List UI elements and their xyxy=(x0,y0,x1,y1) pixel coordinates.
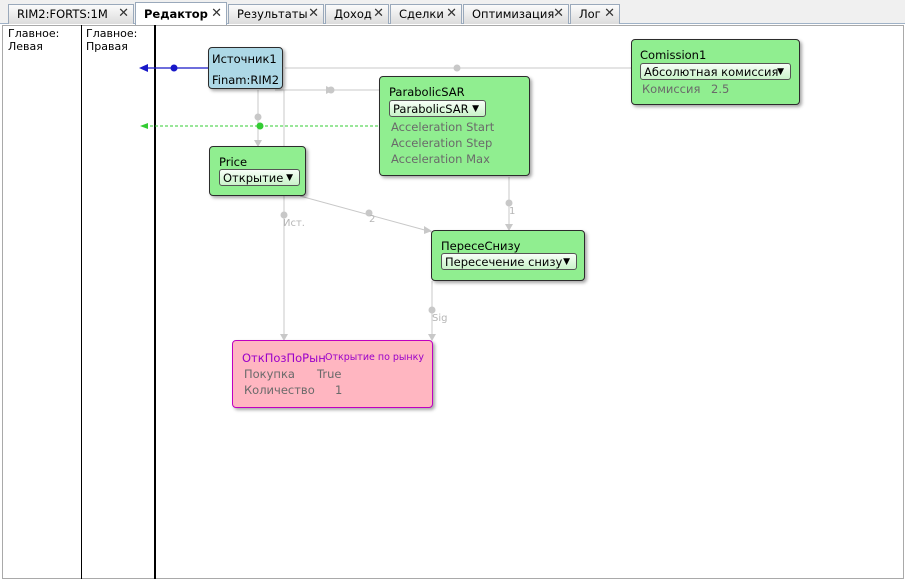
parabolic-type-select[interactable]: ParabolicSAR ▼ xyxy=(389,100,486,117)
link-arrow xyxy=(140,123,148,129)
tab-label: Лог xyxy=(579,7,601,21)
tab-bar: RIM2:FORTS:1M ✕ Редактор ✕ Результаты ✕ … xyxy=(0,0,905,25)
node-title: Comission1 xyxy=(640,48,707,62)
node-subtitle: Finam:RIM2 xyxy=(212,73,280,87)
wire-arrow xyxy=(505,224,513,231)
source-node[interactable]: Источник1 Finam:RIM2 xyxy=(208,47,283,89)
param-name: Покупка xyxy=(244,367,295,381)
param-value[interactable]: 1 xyxy=(335,383,343,397)
pane-main-left: Главное: Левая xyxy=(4,25,82,579)
close-icon[interactable]: ✕ xyxy=(446,6,457,21)
node-title: ОткПозПоРын xyxy=(242,351,326,365)
node-title: ПересеСнизу xyxy=(441,239,521,253)
pane-main-right: Главное: Правая xyxy=(82,25,156,579)
price-type-select[interactable]: Открытие ▼ xyxy=(219,169,300,186)
tab-log[interactable]: Лог ✕ xyxy=(570,4,620,24)
commission-type-select[interactable]: Абсолютная комиссия ▼ xyxy=(640,63,791,80)
link-midpoint[interactable] xyxy=(256,122,264,130)
cross-type-select[interactable]: Пересечение снизу ▼ xyxy=(441,253,577,270)
param-value[interactable]: 2.5 xyxy=(711,82,730,96)
tab-label: RIM2:FORTS:1M xyxy=(17,7,108,21)
param-acceleration-max[interactable]: Acceleration Max xyxy=(391,152,490,166)
tab-editor[interactable]: Редактор ✕ xyxy=(135,2,227,25)
port-label-2: 2 xyxy=(369,214,376,225)
port-label-1: 1 xyxy=(509,206,516,217)
select-value: Открытие xyxy=(223,171,284,185)
close-icon[interactable]: ✕ xyxy=(118,6,129,21)
pane-title: Главное: xyxy=(8,27,60,40)
wire-midpoint[interactable] xyxy=(505,199,513,207)
tab-optimization[interactable]: Оптимизация ✕ xyxy=(463,4,569,24)
wire-midpoint[interactable] xyxy=(453,64,461,72)
param-acceleration-step[interactable]: Acceleration Step xyxy=(391,136,493,150)
param-acceleration-start[interactable]: Acceleration Start xyxy=(391,120,495,134)
wire-arrow xyxy=(424,226,432,234)
pane-title: Главное: xyxy=(86,27,138,40)
node-title: Источник1 xyxy=(212,52,277,66)
close-icon[interactable]: ✕ xyxy=(211,6,222,21)
link-midpoint[interactable] xyxy=(170,64,178,72)
tab-label: Сделки xyxy=(399,7,444,21)
chevron-down-icon: ▼ xyxy=(563,257,570,267)
parabolic-sar-node[interactable]: ParabolicSAR ParabolicSAR ▼ Acceleration… xyxy=(379,76,530,176)
tab-deals[interactable]: Сделки ✕ xyxy=(390,4,462,24)
port-label-signal: Sig xyxy=(432,313,448,324)
node-title: ParabolicSAR xyxy=(389,85,465,99)
tab-results[interactable]: Результаты ✕ xyxy=(228,4,324,24)
tab-label: Оптимизация xyxy=(472,7,555,21)
wire-midpoint[interactable] xyxy=(365,209,373,217)
cross-under-node[interactable]: ПересеСнизу Пересечение снизу ▼ xyxy=(431,230,585,281)
chevron-down-icon: ▼ xyxy=(777,67,784,77)
close-icon[interactable]: ✕ xyxy=(373,6,384,21)
tab-label: Редактор xyxy=(144,7,208,21)
tab-chart[interactable]: RIM2:FORTS:1M ✕ xyxy=(8,4,134,24)
pane-side: Левая xyxy=(8,40,43,53)
param-name: Комиссия xyxy=(642,82,701,96)
wire-arrow xyxy=(428,334,436,341)
chevron-down-icon: ▼ xyxy=(286,173,293,183)
param-value[interactable]: True xyxy=(317,367,342,381)
chevron-down-icon: ▼ xyxy=(472,104,479,114)
tab-label: Результаты xyxy=(237,7,308,21)
select-value: ParabolicSAR xyxy=(393,102,469,116)
commission-node[interactable]: Comission1 Абсолютная комиссия ▼ Комисси… xyxy=(631,39,800,105)
price-node[interactable]: Price Открытие ▼ xyxy=(209,146,306,196)
select-value: Пересечение снизу xyxy=(445,255,563,269)
select-value: Абсолютная комиссия xyxy=(644,65,779,79)
close-icon[interactable]: ✕ xyxy=(553,6,564,21)
node-title: Price xyxy=(219,155,248,169)
close-icon[interactable]: ✕ xyxy=(604,6,615,21)
close-icon[interactable]: ✕ xyxy=(308,6,319,21)
pane-side: Правая xyxy=(86,40,128,53)
port-label-source: Ист. xyxy=(283,218,305,229)
link-arrow xyxy=(139,64,148,72)
wire-arrow xyxy=(326,86,334,94)
tab-income[interactable]: Доход ✕ xyxy=(325,4,389,24)
wire-midpoint[interactable] xyxy=(428,306,436,314)
wire-midpoint[interactable] xyxy=(280,211,288,219)
tab-label: Доход xyxy=(334,7,372,21)
node-subtitle: Открытие по рынку xyxy=(325,352,424,363)
wire-arrow xyxy=(280,334,288,341)
wire-midpoint[interactable] xyxy=(254,113,262,121)
open-position-market-node[interactable]: ОткПозПоРын Открытие по рынку Покупка Tr… xyxy=(232,340,433,408)
wire-arrow xyxy=(254,140,262,147)
param-name: Количество xyxy=(244,383,315,397)
